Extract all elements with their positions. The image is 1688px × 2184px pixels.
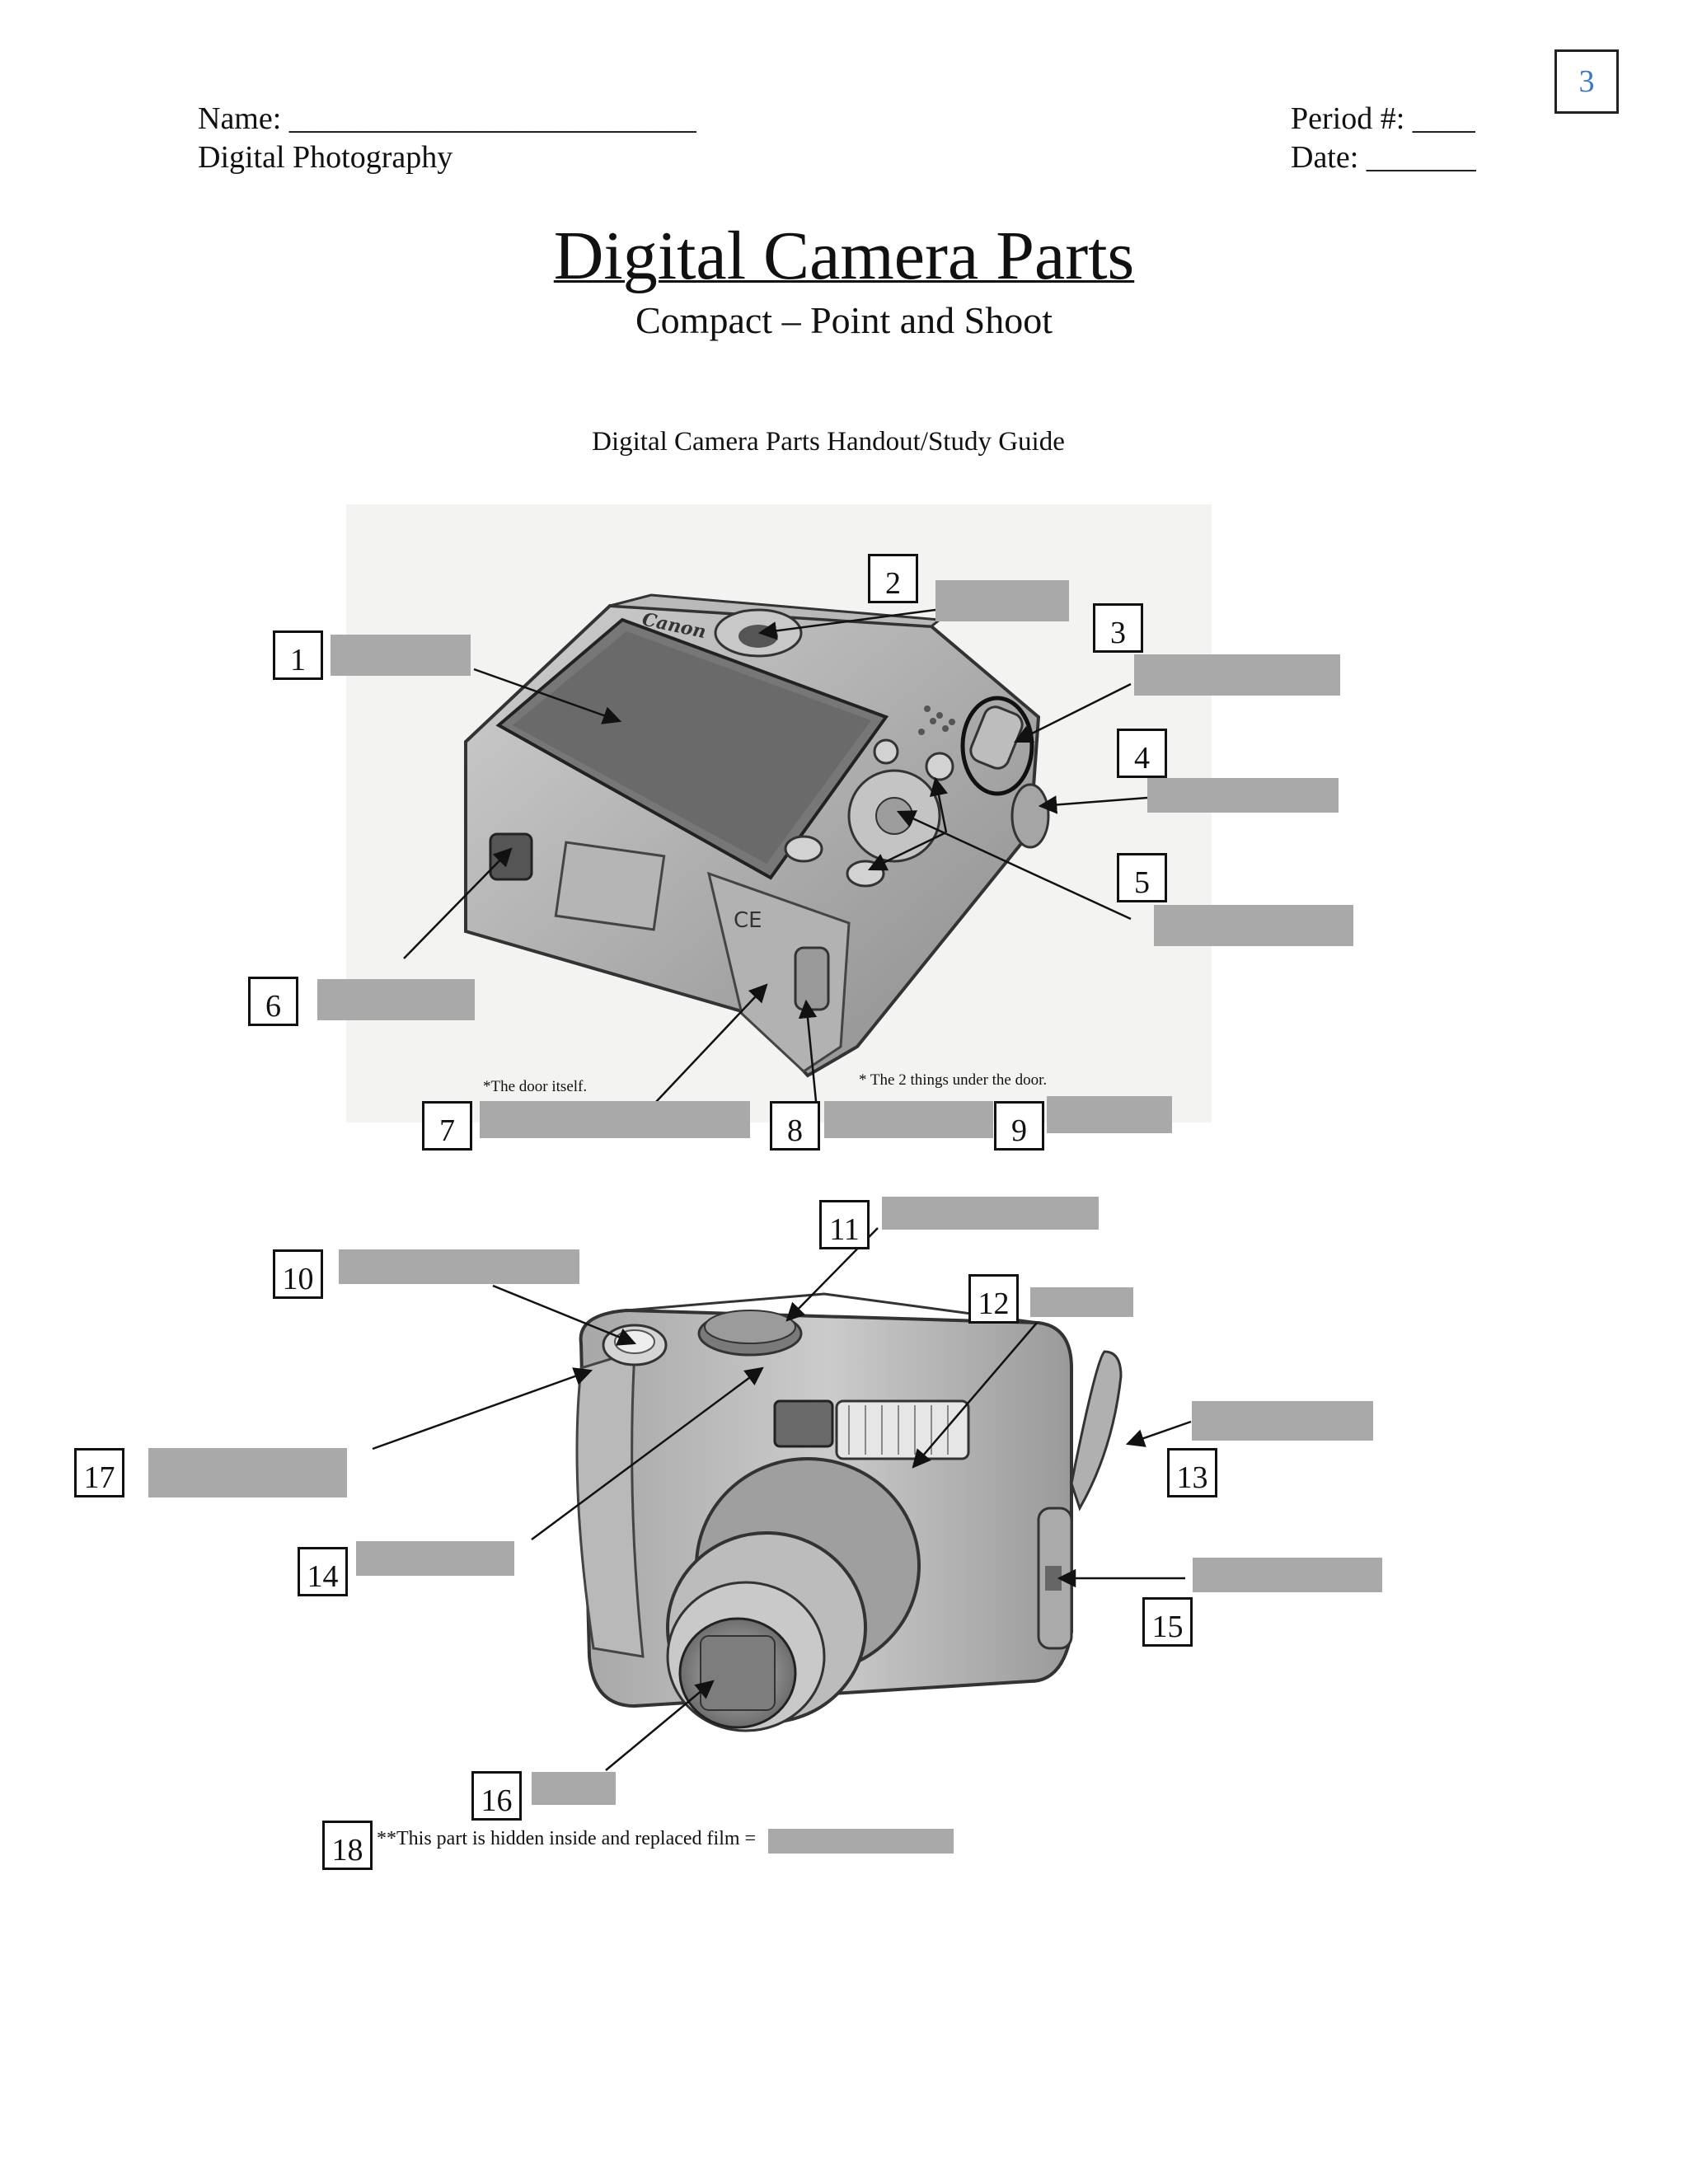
answer-blank-16[interactable] [532, 1772, 616, 1805]
label-number-18: 18 [322, 1821, 373, 1870]
answer-blank-8[interactable] [824, 1101, 993, 1138]
note-hidden-part: **This part is hidden inside and replace… [377, 1828, 757, 1849]
answer-blank-2[interactable] [935, 580, 1069, 621]
label-number-2: 2 [868, 554, 918, 603]
label-number-17: 17 [74, 1448, 124, 1497]
answer-blank-1[interactable] [331, 635, 471, 676]
answer-blank-3[interactable] [1134, 654, 1340, 696]
label-number-7: 7 [422, 1101, 472, 1151]
answer-blank-6[interactable] [317, 979, 475, 1020]
note-under-door: * The 2 things under the door. [859, 1071, 1048, 1089]
label-number-12: 12 [968, 1274, 1019, 1324]
name-field-label: Name: __________________________ [198, 101, 696, 136]
answer-blank-10[interactable] [339, 1249, 579, 1284]
label-number-1: 1 [273, 630, 323, 680]
svg-text:CE: CE [734, 908, 762, 933]
arrow-4 [1038, 795, 1148, 814]
page-subtitle: Compact – Point and Shoot [635, 299, 1053, 341]
answer-blank-17[interactable] [148, 1448, 347, 1497]
camera-front-view [575, 1292, 1123, 1732]
label-number-10: 10 [273, 1249, 323, 1299]
label-number-5: 5 [1117, 853, 1167, 902]
answer-blank-5[interactable] [1154, 905, 1353, 946]
answer-blank-11[interactable] [882, 1197, 1099, 1230]
arrow-5c [929, 776, 949, 833]
label-number-8: 8 [770, 1101, 820, 1151]
label-number-9: 9 [994, 1101, 1044, 1151]
arrow-14 [531, 1366, 764, 1541]
arrow-12 [912, 1322, 1038, 1469]
label-number-11: 11 [819, 1200, 870, 1249]
arrow-10 [492, 1284, 637, 1346]
arrow-5b [867, 831, 947, 871]
answer-blank-9[interactable] [1047, 1096, 1172, 1133]
answer-blank-4[interactable] [1147, 778, 1339, 813]
arrow-3 [1013, 682, 1132, 743]
study-guide-title: Digital Camera Parts Handout/Study Guide [592, 427, 1065, 457]
label-number-13: 13 [1167, 1448, 1217, 1497]
label-number-6: 6 [248, 977, 298, 1026]
answer-blank-7[interactable] [480, 1101, 750, 1138]
note-door-itself: *The door itself. [483, 1078, 588, 1095]
answer-blank-12[interactable] [1030, 1287, 1133, 1317]
arrow-8 [798, 999, 818, 1102]
arrow-17 [372, 1367, 593, 1451]
arrow-1 [473, 668, 622, 724]
date-field-label: Date: _______ [1291, 140, 1476, 175]
arrow-13 [1125, 1420, 1192, 1447]
label-number-4: 4 [1117, 729, 1167, 778]
arrow-16 [605, 1680, 715, 1771]
label-number-16: 16 [471, 1771, 522, 1821]
answer-blank-18[interactable] [768, 1829, 954, 1854]
arrow-7 [654, 983, 768, 1104]
period-field-label: Period #: ____ [1291, 101, 1475, 136]
arrow-5a [896, 810, 1132, 921]
arrow-6 [403, 847, 513, 959]
answer-blank-15[interactable] [1193, 1558, 1382, 1592]
answer-blank-13[interactable] [1192, 1401, 1373, 1441]
label-number-14: 14 [298, 1547, 348, 1596]
label-number-15: 15 [1142, 1597, 1193, 1647]
page-title: Digital Camera Parts [553, 218, 1135, 294]
page-number-box: 3 [1554, 49, 1619, 114]
answer-blank-14[interactable] [356, 1541, 514, 1576]
arrow-2 [757, 608, 936, 640]
course-name: Digital Photography [198, 140, 453, 175]
label-number-3: 3 [1093, 603, 1143, 653]
